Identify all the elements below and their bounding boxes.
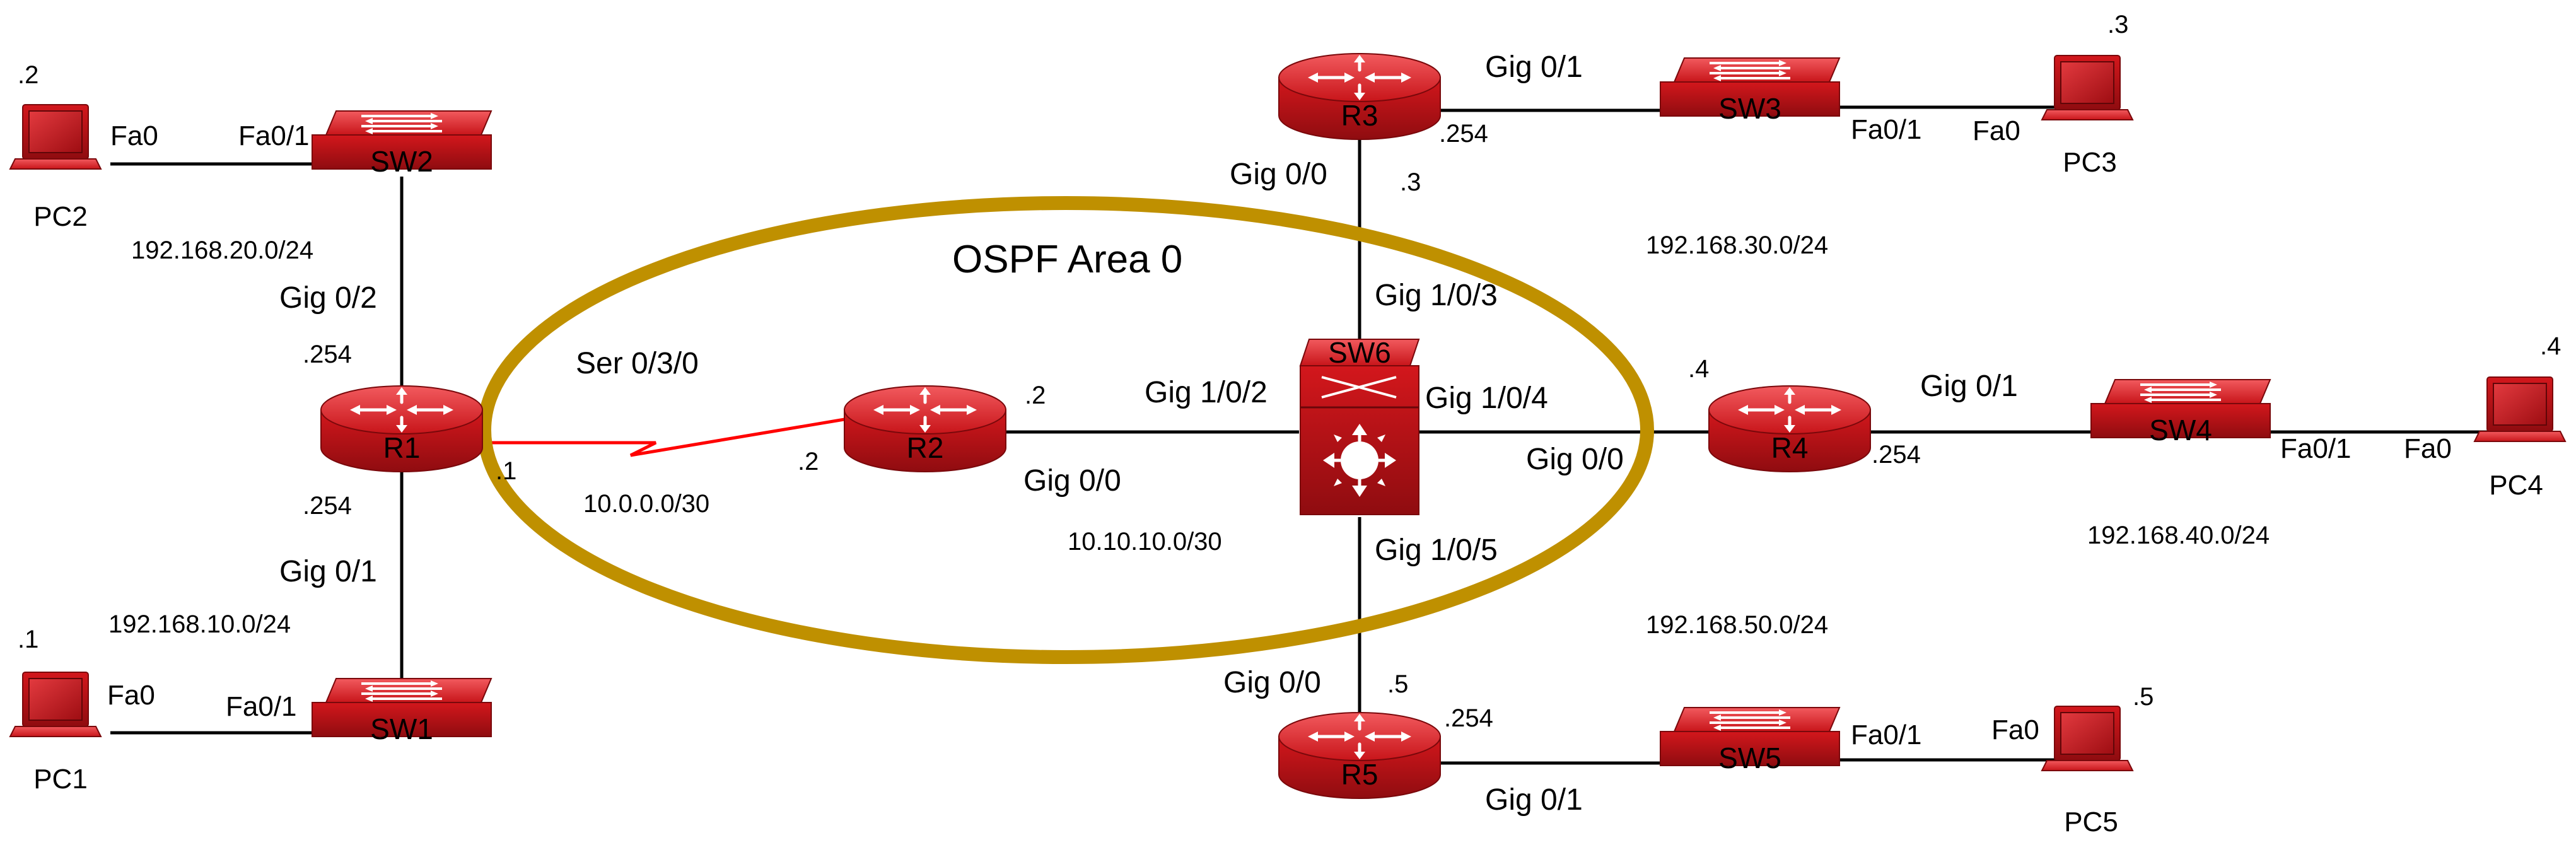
pc4-interface: Fa0 xyxy=(2404,433,2452,464)
sw6-g104-interface: Gig 1/0/4 xyxy=(1425,382,1548,415)
host-r3-g01: .254 xyxy=(1439,120,1488,148)
switch-sw3[interactable]: SW3 xyxy=(1659,57,1841,125)
host-r4-g00: .4 xyxy=(1688,355,1709,383)
router-r4[interactable]: R4 xyxy=(1709,386,1870,472)
sw6-g102-interface: Gig 1/0/2 xyxy=(1145,376,1268,409)
subnet-serial: 10.0.0.0/30 xyxy=(583,490,709,518)
router-r5-label: R5 xyxy=(1341,758,1378,791)
pc-pc4[interactable]: PC4 xyxy=(2474,376,2566,501)
switch-sw6-label: SW6 xyxy=(1328,336,1391,369)
pc-pc5[interactable]: PC5 xyxy=(2041,706,2133,837)
switch-sw2-label: SW2 xyxy=(370,145,433,178)
link-r1-r2-serial xyxy=(479,417,849,457)
switch-sw4-label: SW4 xyxy=(2149,414,2212,446)
laptop-icon xyxy=(9,104,102,170)
pc-pc2-label: PC2 xyxy=(33,201,88,232)
router-r1-label: R1 xyxy=(383,431,421,464)
pc-pc3-label: PC3 xyxy=(2063,147,2117,178)
r4-gig00-interface: Gig 0/0 xyxy=(1526,443,1624,476)
host-r4-g01: .254 xyxy=(1872,441,1921,469)
laptop-icon xyxy=(9,672,102,737)
host-pc2: .2 xyxy=(18,61,38,89)
switch-sw3-label: SW3 xyxy=(1718,92,1781,125)
switch-sw1[interactable]: SW1 xyxy=(311,677,492,745)
router-r3-label: R3 xyxy=(1341,99,1378,132)
host-pc3: .3 xyxy=(2107,11,2128,38)
subnet-lan30: 192.168.30.0/24 xyxy=(1646,231,1828,259)
sw6-g105-interface: Gig 1/0/5 xyxy=(1375,533,1498,567)
r1-gig01-interface: Gig 0/1 xyxy=(279,555,377,588)
pc5-interface: Fa0 xyxy=(1991,714,2039,745)
host-r1-g01: .254 xyxy=(303,492,352,520)
subnet-core: 10.10.10.0/30 xyxy=(1068,528,1222,556)
sw1-interface: Fa0/1 xyxy=(226,691,297,722)
host-r1-ser: .1 xyxy=(496,457,516,485)
sw6-g103-interface: Gig 1/0/3 xyxy=(1375,279,1498,312)
host-r2-g00: .2 xyxy=(1025,382,1046,409)
pc-pc4-label: PC4 xyxy=(2489,470,2543,501)
router-r4-label: R4 xyxy=(1771,431,1809,464)
host-pc5: .5 xyxy=(2133,683,2153,711)
host-pc1: .1 xyxy=(18,626,38,653)
sw5-interface: Fa0/1 xyxy=(1851,720,1922,750)
switch-sw2[interactable]: SW2 xyxy=(311,110,492,178)
host-r2-ser: .2 xyxy=(798,448,819,475)
host-r5-g01: .254 xyxy=(1444,704,1493,732)
host-address-labels: .2 .1 .3 .4 .5 .254 .254 .1 .2 .2 .3 .25… xyxy=(18,11,2561,732)
sw4-interface: Fa0/1 xyxy=(2280,433,2352,464)
pc-pc5-label: PC5 xyxy=(2064,807,2118,837)
router-r5[interactable]: R5 xyxy=(1279,713,1440,798)
ospf-area-boundary xyxy=(477,196,1654,664)
host-r3-g00: .3 xyxy=(1400,168,1421,196)
pc2-interface: Fa0 xyxy=(110,120,158,151)
r1-serial-interface: Ser 0/3/0 xyxy=(576,347,699,380)
pc-pc1[interactable]: PC1 xyxy=(9,672,102,795)
pc3-interface: Fa0 xyxy=(1973,115,2020,146)
sw2-interface: Fa0/1 xyxy=(238,120,310,151)
host-r1-g02: .254 xyxy=(303,341,352,368)
r1-gig02-interface: Gig 0/2 xyxy=(279,281,377,315)
switch-sw4[interactable]: SW4 xyxy=(2090,378,2271,446)
laptop-icon xyxy=(2041,706,2133,771)
pc-pc1-label: PC1 xyxy=(33,764,88,795)
pc-pc2[interactable]: PC2 xyxy=(9,104,102,232)
router-r3[interactable]: R3 xyxy=(1279,54,1440,139)
subnet-lan10: 192.168.10.0/24 xyxy=(108,610,291,638)
pc-pc3[interactable]: PC3 xyxy=(2041,55,2133,178)
r5-gig00-interface: Gig 0/0 xyxy=(1223,666,1321,699)
router-r1[interactable]: R1 xyxy=(321,386,482,472)
sw3-interface: Fa0/1 xyxy=(1851,114,1922,145)
pc1-interface: Fa0 xyxy=(107,680,155,711)
subnet-labels: 192.168.20.0/24 192.168.10.0/24 10.0.0.0… xyxy=(108,231,2270,639)
r3-gig01-interface: Gig 0/1 xyxy=(1485,50,1583,84)
subnet-lan20: 192.168.20.0/24 xyxy=(131,236,313,264)
subnet-lan40: 192.168.40.0/24 xyxy=(2087,522,2270,549)
laptop-icon xyxy=(2041,55,2133,120)
laptop-icon xyxy=(2474,376,2566,442)
layer3-switch-icon xyxy=(1299,339,1420,515)
r3-gig00-interface: Gig 0/0 xyxy=(1230,158,1327,191)
r2-gig00-interface: Gig 0/0 xyxy=(1023,464,1121,498)
router-r2-label: R2 xyxy=(907,431,944,464)
switch-sw6[interactable]: SW6 xyxy=(1299,336,1420,515)
router-r2[interactable]: R2 xyxy=(844,386,1006,472)
host-pc4: .4 xyxy=(2540,332,2561,360)
r5-gig01-interface: Gig 0/1 xyxy=(1485,783,1583,817)
interface-labels: Fa0 Fa0/1 Gig 0/2 Gig 0/1 Fa0 Fa0/1 Ser … xyxy=(107,50,2452,817)
switch-sw1-label: SW1 xyxy=(370,713,433,745)
subnet-lan50: 192.168.50.0/24 xyxy=(1646,611,1828,639)
switch-sw5-label: SW5 xyxy=(1718,742,1781,774)
switch-sw5[interactable]: SW5 xyxy=(1659,706,1841,774)
ospf-area-label: OSPF Area 0 xyxy=(952,238,1182,281)
r4-gig01-interface: Gig 0/1 xyxy=(1920,370,2018,403)
host-r5-g00: .5 xyxy=(1387,670,1408,698)
